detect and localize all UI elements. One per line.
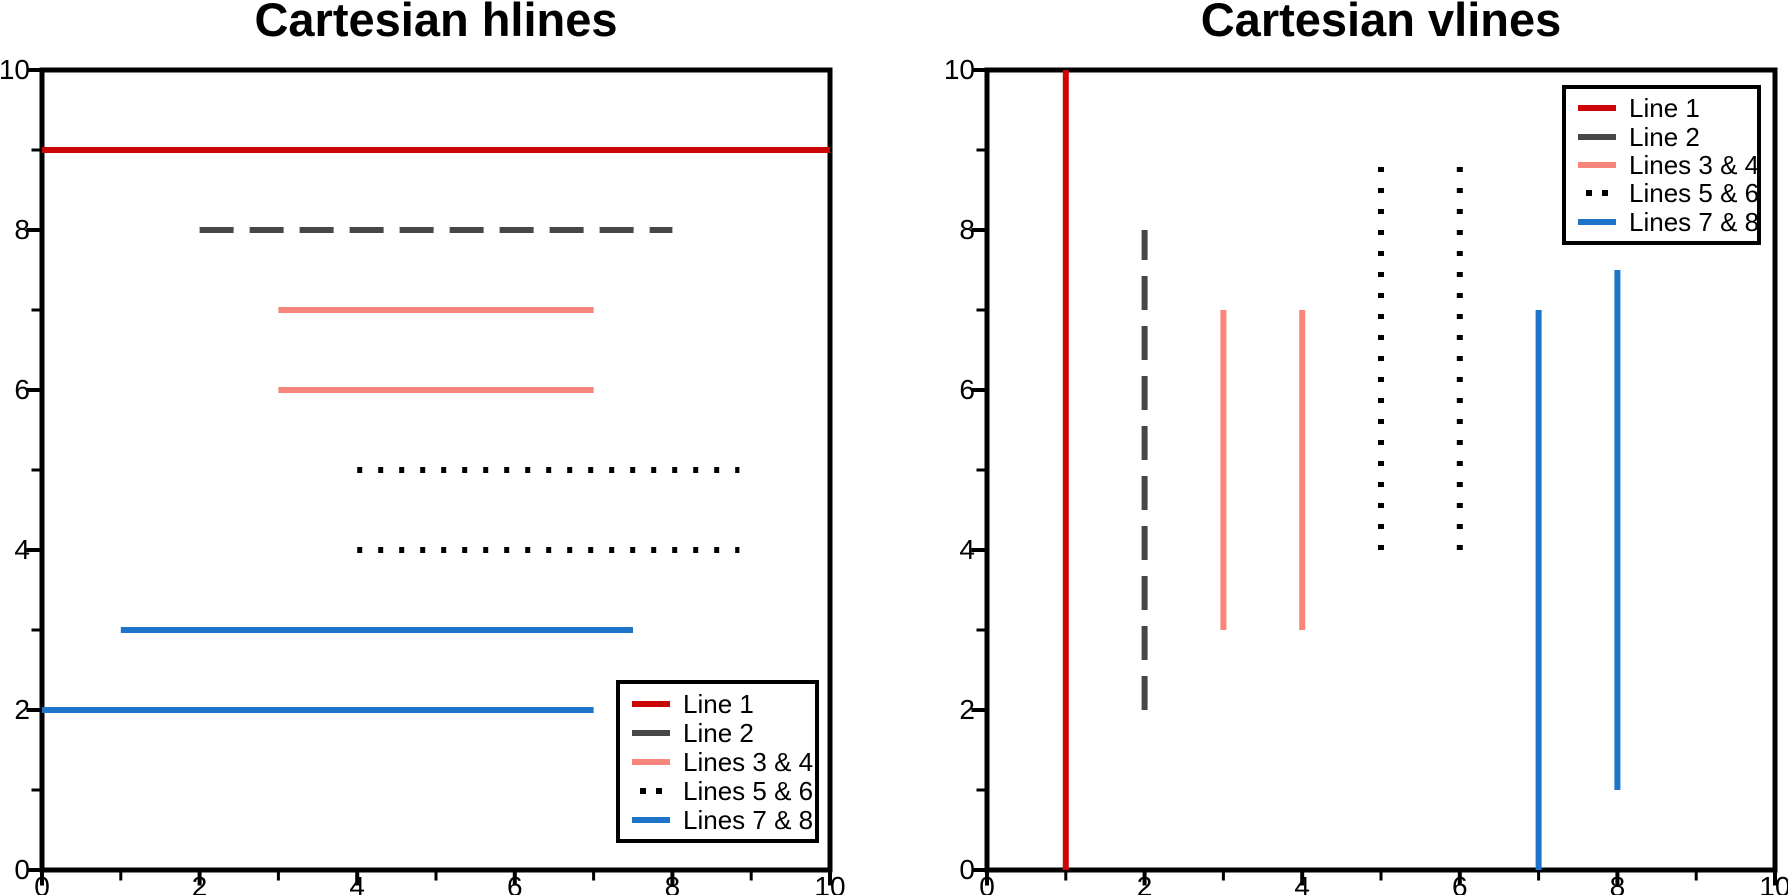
legend-line-sample — [632, 758, 670, 765]
legend-handle-dashed — [1578, 133, 1616, 140]
legend-handle-dotted — [632, 787, 670, 794]
legend-handle-solid — [1578, 218, 1616, 225]
legend-item: Lines 3 & 4 — [1578, 151, 1759, 179]
legend-line-sample — [632, 816, 670, 823]
legend-dot — [656, 787, 662, 794]
legend-dot — [1602, 190, 1608, 197]
legend-item-label: Line 1 — [1629, 93, 1700, 124]
legend-handle-solid — [632, 700, 670, 707]
legend-item-label: Lines 7 & 8 — [1629, 206, 1760, 237]
legend-item: Line 2 — [1578, 122, 1747, 150]
legend-line-sample — [1578, 218, 1616, 225]
x-tick-label: 4 — [1294, 871, 1310, 895]
plot-title-hlines: Cartesian hlines — [254, 0, 618, 46]
x-tick-label: 6 — [1452, 871, 1468, 895]
legend-handle-solid — [632, 758, 670, 765]
legend-item-label: Line 2 — [1629, 121, 1700, 152]
legend-item-label: Lines 3 & 4 — [683, 746, 814, 777]
x-tick-label: 10 — [1759, 871, 1788, 895]
x-tick-label: 2 — [1136, 871, 1153, 895]
legend-item-label: Lines 3 & 4 — [1629, 150, 1760, 181]
y-tick-label: 2 — [959, 694, 975, 725]
y-tick-label: 2 — [14, 694, 30, 725]
legend-item: Line 1 — [632, 689, 805, 718]
axes-hlines — [26, 67, 833, 886]
x-tick-label: 0 — [34, 871, 50, 895]
x-tick-label: 6 — [507, 871, 523, 895]
x-tick-label: 0 — [979, 871, 995, 895]
y-tick-label: 10 — [0, 54, 30, 85]
y-tick-label: 0 — [14, 854, 30, 885]
x-tick-label: 8 — [664, 871, 681, 895]
axes-frame — [984, 67, 1778, 873]
legend-item-label: Lines 5 & 6 — [1629, 178, 1760, 209]
x-tick-label: 2 — [191, 871, 208, 895]
legend-item-label: Line 1 — [683, 688, 754, 719]
legend-item: Lines 5 & 6 — [632, 776, 813, 805]
legend-item: Line 2 — [632, 718, 805, 747]
axes-frame — [39, 67, 833, 873]
legend-handle-solid — [1578, 105, 1616, 112]
y-tick-label: 8 — [14, 214, 30, 245]
legend-item-label: Lines 7 & 8 — [683, 804, 814, 835]
legend-item: Lines 5 & 6 — [1578, 179, 1759, 207]
x-tick-label: 4 — [349, 871, 365, 895]
axes-vlines — [971, 67, 1778, 886]
legend-line-sample — [1578, 162, 1616, 169]
y-tick-label: 0 — [959, 854, 975, 885]
legend-line-sample — [632, 729, 670, 736]
y-tick-label: 8 — [959, 214, 975, 245]
legend-handle-dashed — [632, 729, 670, 736]
legend-item-label: Lines 5 & 6 — [683, 775, 814, 806]
legend-line-sample — [632, 700, 670, 707]
plot-title-vlines: Cartesian vlines — [1200, 0, 1562, 46]
y-tick-label: 4 — [959, 534, 975, 565]
legend-item: Lines 7 & 8 — [1578, 208, 1759, 236]
legend-handle-solid — [632, 816, 670, 823]
legend-handle-dotted — [1578, 190, 1616, 197]
y-tick-label: 10 — [943, 54, 975, 85]
y-tick-label: 6 — [14, 374, 30, 405]
legend-item: Lines 3 & 4 — [632, 747, 813, 776]
legend-dot — [640, 787, 646, 794]
legend-item-label: Line 2 — [683, 717, 754, 748]
legend-line-sample — [1578, 105, 1616, 112]
legend-line-sample — [1578, 133, 1616, 140]
legend-dot — [1586, 190, 1592, 197]
y-tick-label: 4 — [14, 534, 30, 565]
y-tick-label: 6 — [959, 374, 975, 405]
legend-item: Line 1 — [1578, 94, 1747, 122]
legend-handle-solid — [1578, 162, 1616, 169]
x-tick-label: 10 — [814, 871, 846, 895]
legend-item: Lines 7 & 8 — [632, 805, 813, 834]
x-tick-label: 8 — [1609, 871, 1626, 895]
